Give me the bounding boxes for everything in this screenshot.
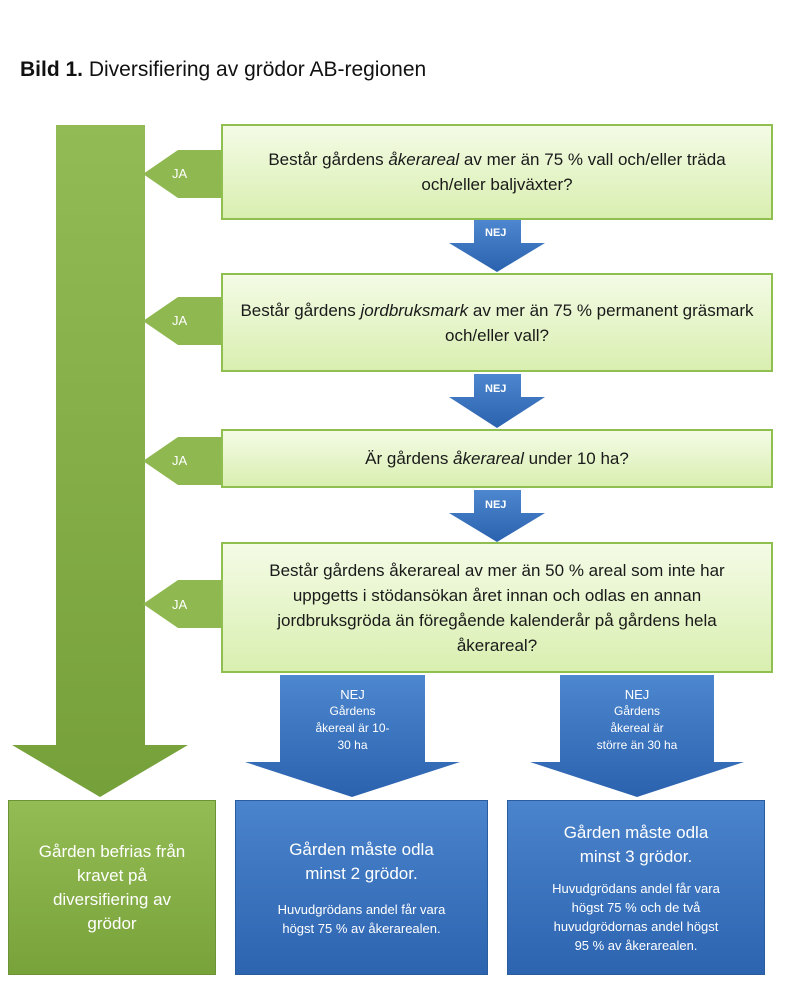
question-2: Består gårdens jordbruksmark av mer än 7… xyxy=(221,273,773,372)
outcome-exempt: Gården befrias från kravet på diversifie… xyxy=(8,800,216,975)
nej-label-3: NEJ xyxy=(485,499,507,511)
question-segment: under 10 ha? xyxy=(523,449,629,468)
branch-left-line-4: 30 ha xyxy=(337,738,368,752)
branch-arrow-right xyxy=(530,675,744,797)
three-crops-detail-4: 95 % av åkerarealen. xyxy=(574,937,698,953)
branch-right-line-3: åkereal är xyxy=(610,721,664,735)
nej-arrow-1 xyxy=(449,220,545,272)
exempt-line-1: Gården befrias från xyxy=(38,841,186,861)
ja-arrow-3 xyxy=(143,437,222,485)
three-crops-detail: Huvudgrödans andel får vara högst 75 % o… xyxy=(552,879,720,955)
question-segment: Består gårdens åkerareal av mer än 50 % … xyxy=(269,560,725,655)
question-emphasis: jordbruksmark xyxy=(360,300,469,320)
two-crops-title-2: minst 2 grödor. xyxy=(305,863,418,883)
question-emphasis: åkerareal xyxy=(453,449,524,468)
branch-right-line-4: större än 30 ha xyxy=(596,738,678,752)
three-crops-detail-2: högst 75 % och de två xyxy=(571,899,701,915)
two-crops-title-1: Gården måste odla xyxy=(289,839,434,859)
nej-label-2: NEJ xyxy=(485,383,507,395)
branch-label-left: NEJ Gårdens åkereal är 10- 30 ha xyxy=(290,686,415,754)
three-crops-title-2: minst 3 grödor. xyxy=(579,846,693,866)
ja-label-1: JA xyxy=(172,166,188,181)
branch-right-line-2: Gårdens xyxy=(613,704,661,718)
nej-label-1: NEJ xyxy=(485,227,507,239)
branch-right-line-1: NEJ xyxy=(624,687,650,702)
three-crops-title-1: Gården måste odla xyxy=(563,822,709,842)
question-4: Består gårdens åkerareal av mer än 50 % … xyxy=(221,542,773,673)
two-crops-detail-1: Huvudgrödans andel får vara xyxy=(277,901,446,917)
ja-label-4: JA xyxy=(172,597,188,612)
nej-arrow-2 xyxy=(449,374,545,428)
branch-left-line-2: Gårdens xyxy=(329,704,376,718)
figure-caption: Bild 1. Diversifiering av grödor AB-regi… xyxy=(20,58,426,82)
question-emphasis: åkerareal xyxy=(388,150,460,169)
question-segment: Är gårdens xyxy=(365,449,454,468)
exempt-line-4: grödor xyxy=(87,913,137,933)
ja-label-3: JA xyxy=(172,453,188,468)
outcome-two-crops: Gården måste odla minst 2 grödor. Huvudg… xyxy=(235,800,488,975)
exempt-line-3: diversifiering av xyxy=(52,889,172,909)
question-text: Är gårdens åkerareal under 10 ha? xyxy=(365,446,629,471)
outcome-three-crops: Gården måste odla minst 3 grödor. Huvudg… xyxy=(507,800,765,975)
ja-arrow-4 xyxy=(143,580,222,628)
caption-label: Bild 1. xyxy=(20,58,84,81)
question-segment: Består gårdens xyxy=(240,300,361,320)
branch-left-line-1: NEJ xyxy=(340,687,365,702)
branch-label-right: NEJ Gårdens åkereal är större än 30 ha xyxy=(567,686,707,754)
main-exempt-arrow xyxy=(12,125,188,797)
ja-label-2: JA xyxy=(172,313,188,328)
exempt-line-2: kravet på xyxy=(77,865,147,885)
two-crops-detail-2: högst 75 % av åkerarealen. xyxy=(282,920,441,936)
nej-arrow-3 xyxy=(449,490,545,542)
question-segment: Består gårdens xyxy=(268,150,389,169)
question-3: Är gårdens åkerareal under 10 ha? xyxy=(221,429,773,488)
branch-left-line-3: åkereal är 10- xyxy=(315,721,390,735)
three-crops-detail-3: huvudgrödornas andel högst xyxy=(553,918,719,934)
branch-arrow-left xyxy=(245,675,460,797)
question-text: Består gårdens åkerareal av mer än 75 % … xyxy=(235,147,759,197)
caption-text: Diversifiering av grödor AB-regionen xyxy=(83,58,427,81)
three-crops-detail-1: Huvudgrödans andel får vara xyxy=(552,880,720,896)
question-1: Består gårdens åkerareal av mer än 75 % … xyxy=(221,124,773,220)
question-segment: av mer än 75 % permanent gräsmark och/el… xyxy=(445,300,754,345)
ja-arrow-1 xyxy=(143,150,222,198)
question-text: Består gårdens åkerareal av mer än 50 % … xyxy=(245,558,749,658)
question-text: Består gårdens jordbruksmark av mer än 7… xyxy=(235,298,759,348)
ja-arrow-2 xyxy=(143,297,222,345)
two-crops-detail: Huvudgrödans andel får vara högst 75 % a… xyxy=(278,900,446,938)
question-segment: av mer än 75 % vall och/eller träda och/… xyxy=(421,150,726,194)
